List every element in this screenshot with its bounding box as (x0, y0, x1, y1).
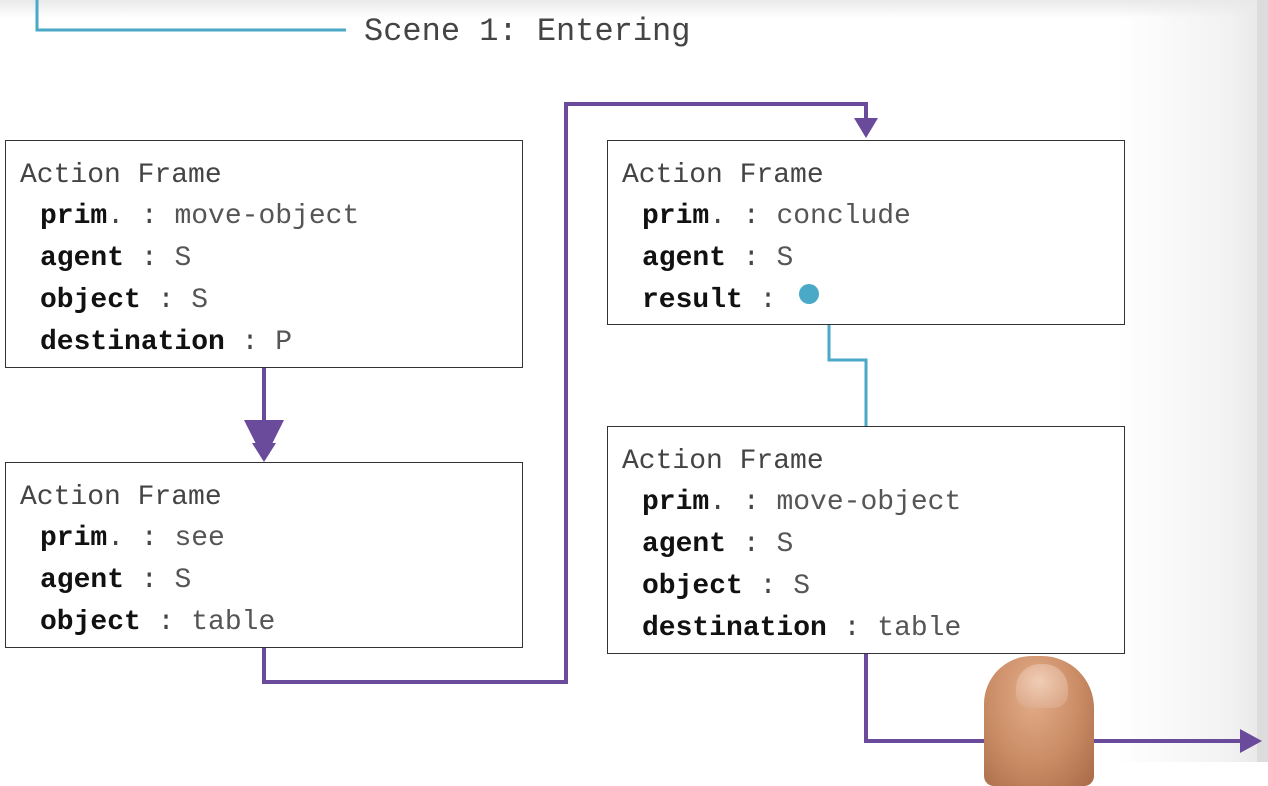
slot-separator: . : (709, 201, 777, 232)
action-frame-see: Action Frame prim. : see agent : S objec… (5, 462, 523, 648)
slot-value: S (174, 243, 192, 274)
slot-key: result (642, 285, 743, 316)
slot-prim: prim. : conclude (622, 196, 1124, 238)
slot-value: see (174, 523, 225, 554)
slot-key: agent (642, 243, 727, 274)
scene-title: Scene 1: Entering (364, 13, 691, 50)
slot-prim: prim. : move-object (622, 482, 1124, 524)
slot-value: table (191, 607, 276, 638)
scene-bracket-line (35, 0, 346, 32)
slot-destination: destination : table (622, 608, 1124, 650)
slot-key: destination (40, 327, 225, 358)
arrow-frame2-to-frame3 (262, 102, 868, 684)
slot-agent: agent : S (622, 238, 1124, 280)
slot-separator: : (742, 285, 794, 316)
slot-key: destination (642, 613, 827, 644)
slot-separator: . : (107, 201, 175, 232)
slot-prim: prim. : see (20, 518, 522, 560)
slot-value: S (776, 529, 794, 560)
slot-value: S (776, 243, 794, 274)
slot-separator: : (140, 285, 192, 316)
right-edge-shadow (1257, 0, 1268, 762)
frame-title: Action Frame (20, 160, 222, 191)
slot-value: S (793, 571, 811, 602)
slot-key: object (40, 607, 141, 638)
slot-separator: : (826, 613, 878, 644)
slot-separator: : (124, 565, 175, 596)
slot-destination: destination : P (20, 322, 522, 364)
action-frame-move-object-p: Action Frame prim. : move-object agent :… (5, 140, 523, 368)
slot-key: object (40, 285, 141, 316)
slot-separator: : (726, 243, 777, 274)
slot-value: move-object (174, 201, 360, 232)
slot-key: agent (642, 529, 727, 560)
slot-value: S (191, 285, 209, 316)
arrowhead-frame3 (854, 118, 878, 138)
slot-value: move-object (776, 487, 962, 518)
slot-object: object : S (20, 280, 522, 322)
presenter-fingernail (1016, 664, 1068, 708)
connector-lines (35, 0, 1262, 753)
slot-separator: . : (107, 523, 175, 554)
slot-key: prim (642, 201, 710, 232)
slot-key: agent (40, 243, 125, 274)
slot-key: object (642, 571, 743, 602)
slot-separator: : (742, 571, 794, 602)
result-link-line (827, 298, 868, 428)
slot-value: P (275, 327, 293, 358)
slot-separator: : (124, 243, 175, 274)
slot-value: table (877, 613, 962, 644)
slot-separator: : (726, 529, 777, 560)
arrowhead-frame2 (252, 443, 276, 462)
slot-result: result : (622, 280, 1124, 322)
slot-key: agent (40, 565, 125, 596)
slot-key: prim (40, 523, 108, 554)
slot-agent: agent : S (622, 524, 1124, 566)
slot-prim: prim. : move-object (20, 196, 522, 238)
slot-value: conclude (776, 201, 911, 232)
slot-agent: agent : S (20, 560, 522, 602)
frame-title: Action Frame (622, 160, 824, 191)
slot-agent: agent : S (20, 238, 522, 280)
slot-separator: : (140, 607, 192, 638)
header-shadow (0, 0, 1268, 18)
arrow-frame4-out (864, 654, 1244, 743)
slot-separator: : (224, 327, 276, 358)
arrowhead-out (1240, 729, 1262, 753)
action-frame-move-object-table: Action Frame prim. : move-object agent :… (607, 426, 1125, 654)
slot-key: prim (40, 201, 108, 232)
slot-key: prim (642, 487, 710, 518)
slot-value: S (174, 565, 192, 596)
frame-title: Action Frame (622, 446, 824, 477)
action-frame-conclude: Action Frame prim. : conclude agent : S … (607, 140, 1125, 325)
slot-object: object : S (622, 566, 1124, 608)
slot-object: object : table (20, 602, 522, 644)
result-link-dot (799, 283, 820, 304)
frame-title: Action Frame (20, 482, 222, 513)
slot-separator: . : (709, 487, 777, 518)
